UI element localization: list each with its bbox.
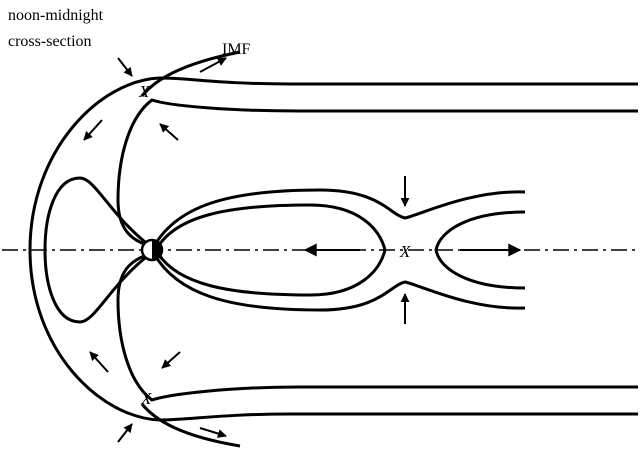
open-field-line-upper	[116, 98, 638, 248]
closed-field-line-inner	[154, 203, 387, 297]
inflow-arrow-bottom-right	[161, 351, 181, 369]
inflow-arrow-top-left	[117, 57, 133, 77]
x-line-marker-top: X	[138, 82, 150, 101]
imf-arrow-upper	[199, 57, 227, 73]
imf-arrow-lower	[199, 427, 227, 438]
outflow-arrow-top	[83, 119, 103, 141]
open-field-line-lower	[116, 252, 638, 402]
imf-label: IMF	[222, 41, 251, 58]
closed-field-line-outer-lower	[150, 249, 526, 312]
outflow-arrow-bottom	[89, 351, 109, 373]
magnetopause-line	[28, 76, 638, 422]
inflow-arrow-bottom-left	[117, 423, 133, 443]
tail-loop	[434, 210, 526, 290]
inflow-arrow-top-right	[159, 123, 179, 141]
cross-section-label-line1: noon-midnight	[8, 7, 104, 24]
cross-section-label-line2: cross-section	[8, 33, 92, 50]
closed-field-line-outer	[150, 188, 526, 251]
x-line-marker-bottom: X	[140, 389, 152, 408]
x-line-marker-tail: X	[399, 242, 411, 261]
earth-night-side	[152, 240, 162, 260]
closed-loop-upper	[43, 176, 151, 251]
closed-loop-lower	[43, 249, 151, 324]
imf-line-lower	[140, 403, 241, 448]
imf-line-upper	[140, 50, 241, 97]
